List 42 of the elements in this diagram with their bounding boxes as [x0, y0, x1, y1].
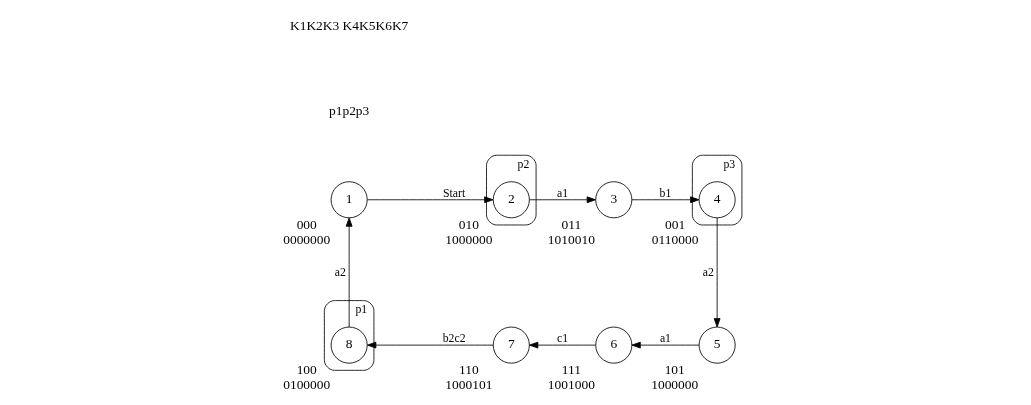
arrow [631, 341, 700, 349]
node-label: 0100000 [283, 377, 331, 393]
node-label: 100 [296, 361, 317, 377]
edge-label: a1 [557, 186, 569, 200]
arrow [529, 196, 596, 204]
node-circle: 5 [698, 326, 736, 364]
node-label: 1000000 [651, 377, 699, 393]
node-label: 101 [664, 361, 685, 377]
arrow [367, 196, 494, 204]
node-label: 0000000 [283, 231, 331, 247]
arrow [529, 341, 596, 349]
node-circle: 6 [595, 326, 633, 364]
edge-label: Start [443, 186, 466, 200]
arrow [713, 217, 721, 328]
edge-label: a2 [334, 265, 346, 279]
node-circle: 8 [330, 326, 368, 364]
edge-label: b1 [659, 186, 672, 200]
node-circle: 7 [492, 326, 530, 364]
node-label: 010 [458, 216, 479, 232]
node-circle: 1 [330, 181, 368, 219]
node-label: 110 [459, 361, 479, 377]
edge-label: a1 [659, 331, 672, 345]
node-label: 1000000 [445, 231, 493, 247]
node-label: 111 [561, 361, 581, 377]
node-label: 1001000 [547, 377, 595, 393]
node-label: 0110000 [651, 231, 699, 247]
node-label: 1010010 [547, 231, 595, 247]
node-circle: 4 [698, 181, 736, 219]
arrow [631, 196, 700, 204]
node-label: 001 [665, 216, 686, 232]
label: K1K2K3 K4K5K6K7 [289, 17, 409, 33]
label: p1p2p3 [329, 102, 370, 118]
node-label: 1000101 [445, 377, 493, 393]
node-circle: 2 [492, 181, 530, 219]
arrow [345, 217, 353, 328]
node-label: 011 [561, 216, 582, 232]
node-label: 000 [296, 216, 317, 232]
edge-label: a2 [702, 265, 714, 279]
edge-label: c1 [557, 331, 569, 345]
node-circle: 3 [595, 181, 633, 219]
edge-label: b2c2 [442, 331, 466, 345]
arrow [367, 341, 494, 349]
